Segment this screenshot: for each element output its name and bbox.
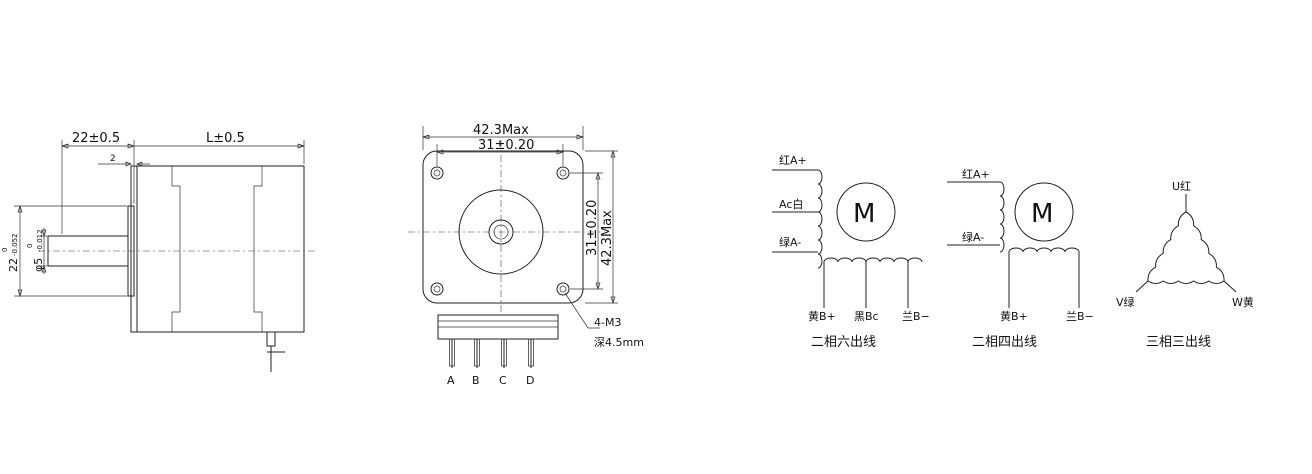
mount-hole-br (556, 282, 570, 296)
label-v: V绿 (1116, 295, 1135, 309)
motor-body (136, 165, 305, 333)
hole-spec: 4-M3 (594, 316, 621, 329)
body-step-right (253, 166, 263, 332)
six-wire-caption: 二相六出线 (811, 335, 876, 350)
coil-b (823, 257, 923, 263)
mount-hole-bl (430, 282, 444, 296)
six-label-a-minus: 绿A- (779, 235, 801, 249)
pin-label-a: A (447, 374, 455, 387)
six-label-bc: 黑Bc (854, 310, 879, 323)
six-wire-diagram: 红A+ Ac白 绿A- M 黄B+ 黑Bc 兰B− 二相六出线 (772, 154, 930, 350)
four-wire-caption: 二相四出线 (972, 335, 1037, 350)
six-label-b-minus: 兰B− (902, 310, 930, 323)
label-w: W黄 (1232, 295, 1254, 309)
dim-height-max: 42.3Max (600, 210, 615, 266)
lead-clamp (266, 331, 276, 347)
mount-hole-tl (430, 166, 444, 180)
front-face (422, 150, 584, 304)
body-step-left (171, 166, 181, 332)
three-phase-caption: 三相三出线 (1146, 335, 1211, 350)
dim-width-max: 42.3Max (473, 123, 529, 138)
dim-boss-tol-upper: 0 (1, 248, 9, 252)
three-phase-diagram: U红 V绿 W黄 三相三出线 (1116, 180, 1254, 350)
coil-a-4 (999, 181, 1005, 253)
dim-hole-pitch: 31±0.20 (478, 138, 534, 153)
dim-shaft-dia: φ5 (32, 258, 45, 272)
dim-shaft-length: 22±0.5 (72, 131, 120, 146)
four-label-a-minus: 绿A- (962, 230, 984, 244)
six-label-b-plus: 黄B+ (808, 309, 836, 323)
dim-height-pitch: 31±0.20 (585, 200, 600, 256)
coil-b-4 (1008, 247, 1080, 253)
pin-label-d: D (526, 374, 534, 387)
hole-depth: 深4.5mm (594, 336, 644, 349)
six-label-ac: Ac白 (779, 197, 803, 211)
side-view: 22±0.5 L±0.5 2 22 0 -0.052 φ5 0 -0.012 (1, 131, 315, 372)
pin-label-c: C (499, 374, 507, 387)
label-u: U红 (1172, 180, 1191, 193)
four-label-b-plus: 黄B+ (1000, 309, 1028, 323)
four-label-a-plus: 红A+ (962, 168, 990, 181)
four-motor-symbol: M (1031, 199, 1053, 229)
dim-shaft-tol-upper: 0 (26, 244, 34, 248)
four-motor-circle (1014, 182, 1074, 242)
six-label-a-plus: 红A+ (779, 154, 807, 167)
six-motor-circle (836, 182, 896, 242)
delta-winding (1147, 211, 1225, 284)
dim-body-length: L±0.5 (206, 131, 245, 146)
front-view: A B C D 42.3Max 31±0.20 31±0.20 42.3Max … (408, 123, 644, 387)
dim-boss-dia: 22 (7, 258, 20, 272)
dim-shaft-tol-lower: -0.012 (36, 229, 44, 252)
coil-a (817, 169, 823, 269)
six-motor-symbol: M (853, 199, 875, 229)
pin-label-b: B (472, 374, 480, 387)
dim-boss-tol-lower: -0.052 (11, 233, 19, 256)
dim-flange: 2 (110, 154, 116, 164)
mount-hole-tr (556, 166, 570, 180)
four-label-b-minus: 兰B− (1066, 310, 1094, 323)
four-wire-diagram: 红A+ 绿A- M 黄B+ 兰B− 二相四出线 (947, 168, 1094, 350)
